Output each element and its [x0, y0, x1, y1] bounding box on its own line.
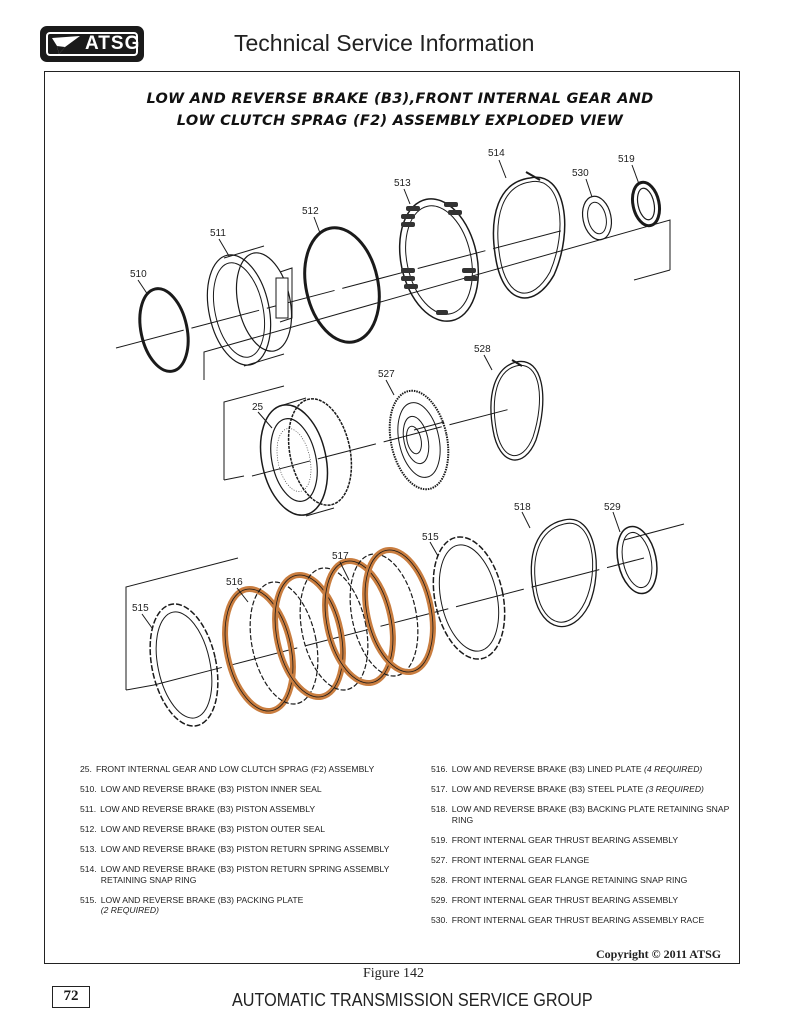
callout-510: 510	[130, 269, 147, 280]
part-510-inner-seal	[138, 287, 190, 373]
lined-plate-1	[222, 585, 296, 715]
steel-plate-1	[249, 581, 319, 705]
callout-513: 513	[394, 178, 411, 189]
legend-item: 25.FRONT INTERNAL GEAR AND LOW CLUTCH SP…	[80, 764, 375, 774]
atsg-wing-icon	[52, 36, 80, 54]
callout-519: 519	[618, 154, 635, 165]
upper-group-outline	[203, 219, 671, 380]
callout-515-left: 515	[132, 603, 149, 614]
callout-529: 529	[604, 502, 621, 513]
figure-title-line-1: LOW AND REVERSE BRAKE (B3),FRONT INTERNA…	[146, 91, 654, 107]
legend-left-column: 25.FRONT INTERNAL GEAR AND LOW CLUTCH SP…	[80, 764, 420, 925]
part-512-outer-seal	[303, 226, 381, 344]
legend-item: 519.FRONT INTERNAL GEAR THRUST BEARING A…	[431, 834, 679, 845]
figure-title: LOW AND REVERSE BRAKE (B3),FRONT INTERNA…	[100, 88, 700, 132]
lower-axis-line	[153, 557, 645, 686]
part-515-packing-plate-right	[432, 536, 506, 660]
legend-item: 511.LOW AND REVERSE BRAKE (B3) PISTON AS…	[80, 804, 316, 814]
callout-527: 527	[378, 369, 395, 380]
callout-512: 512	[302, 206, 319, 217]
upper-axis-line	[115, 229, 565, 349]
legend-item: 516.LOW AND REVERSE BRAKE (B3) LINED PLA…	[431, 764, 703, 774]
callout-530: 530	[572, 168, 589, 179]
callout-514: 514	[488, 148, 505, 159]
legend-item: 529.FRONT INTERNAL GEAR THRUST BEARING A…	[431, 894, 679, 905]
callout-517: 517	[332, 551, 349, 562]
callout-516: 516	[226, 577, 243, 588]
legend-item: 512.LOW AND REVERSE BRAKE (B3) PISTON OU…	[80, 824, 326, 834]
legend-right-column: 516.LOW AND REVERSE BRAKE (B3) LINED PLA…	[431, 764, 731, 935]
figure-frame	[44, 71, 740, 964]
legend-item: 513.LOW AND REVERSE BRAKE (B3) PISTON RE…	[80, 844, 390, 854]
part-518-snap-ring	[530, 518, 597, 628]
part-511-piston-assembly	[206, 245, 293, 367]
logo-text: ATSG	[85, 33, 141, 54]
part-519-thrust-bearing	[630, 180, 662, 228]
legend-item: 515.LOW AND REVERSE BRAKE (B3) PACKING P…	[80, 894, 304, 916]
part-515-packing-plate-left	[149, 603, 219, 727]
lined-plate-2	[272, 571, 346, 701]
legend-item: 527.FRONT INTERNAL GEAR FLANGE	[431, 854, 590, 865]
part-514-snap-ring	[492, 176, 566, 299]
figure-title-line-2: LOW CLUTCH SPRAG (F2) ASSEMBLY EXPLODED …	[176, 113, 624, 129]
figure-label: Figure 142	[363, 966, 425, 981]
exploded-view-diagram: 514 519 530 513 512 511 510 528 527 25 5…	[115, 148, 685, 727]
legend-item: 518.LOW AND REVERSE BRAKE (B3) BACKING P…	[431, 804, 730, 825]
callout-25: 25	[252, 402, 264, 413]
legend-item: 510.LOW AND REVERSE BRAKE (B3) PISTON IN…	[80, 784, 322, 794]
middle-group-outline	[223, 385, 285, 480]
page-header-title: Technical Service Information	[234, 30, 535, 56]
steel-plate-2	[299, 567, 369, 691]
legend-item: 514.LOW AND REVERSE BRAKE (B3) PISTON RE…	[80, 864, 390, 885]
part-530-bearing-race	[581, 195, 613, 241]
part-529-thrust-bearing	[616, 525, 658, 595]
legend-item: 517.LOW AND REVERSE BRAKE (B3) STEEL PLA…	[431, 784, 704, 794]
part-528-snap-ring	[490, 360, 544, 461]
steel-plate-3	[349, 553, 419, 677]
callout-515-right: 515	[422, 532, 439, 543]
callout-511: 511	[210, 228, 226, 239]
legend-item: 530.FRONT INTERNAL GEAR THRUST BEARING A…	[431, 914, 705, 925]
part-513-return-spring-assembly	[398, 198, 480, 322]
lined-plate-3	[322, 557, 396, 687]
page-number: 72	[52, 986, 90, 1008]
atsg-logo: ATSG	[40, 26, 144, 62]
copyright-notice: Copyright © 2011 ATSG	[596, 947, 722, 961]
callout-528: 528	[474, 344, 491, 355]
part-527-gear-flange	[388, 389, 450, 491]
callout-518: 518	[514, 502, 531, 513]
part-25-front-internal-gear	[259, 397, 353, 517]
footer-title: AUTOMATIC TRANSMISSION SERVICE GROUP	[232, 990, 593, 1010]
middle-axis-line	[251, 407, 515, 477]
plate-stack-516-517	[222, 546, 436, 715]
lower-group-outline	[125, 557, 239, 690]
lined-plate-4	[362, 546, 436, 676]
legend-item: 528.FRONT INTERNAL GEAR FLANGE RETAINING…	[431, 874, 688, 885]
